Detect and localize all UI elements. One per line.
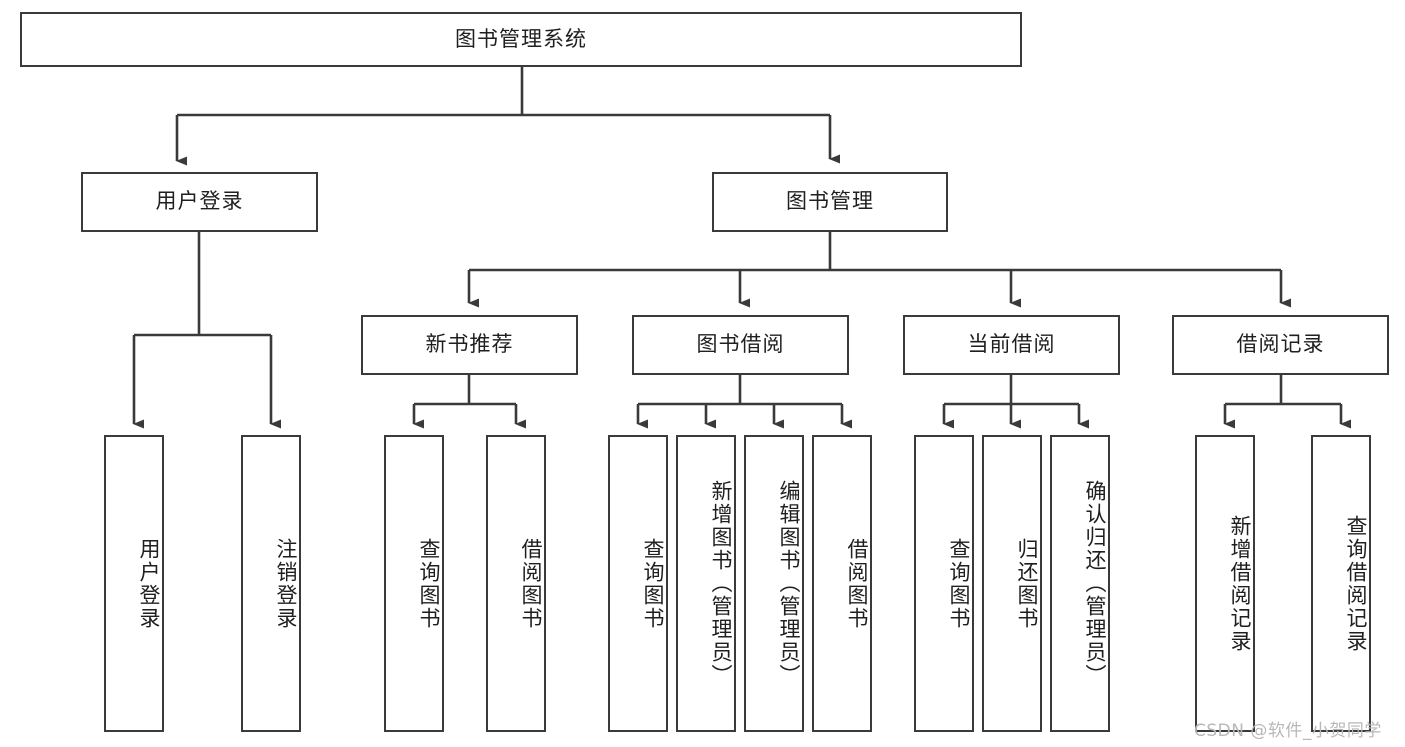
leaf-borrow-record-query-record[interactable]: 查询借阅记录 <box>1311 435 1371 732</box>
leaf-label: 查询图书 <box>417 537 441 630</box>
leaf-book-borrow-borrow-book[interactable]: 借阅图书 <box>812 435 872 732</box>
node-book-management[interactable]: 图书管理 <box>712 172 948 232</box>
leaf-label: 确认归还（管理员） <box>1083 480 1107 687</box>
leaf-book-borrow-query-book[interactable]: 查询图书 <box>608 435 668 732</box>
node-borrowing-record[interactable]: 借阅记录 <box>1172 315 1389 375</box>
leaf-label: 借阅图书 <box>845 537 869 630</box>
leaf-label: 查询图书 <box>947 537 971 630</box>
leaf-label: 归还图书 <box>1015 537 1039 630</box>
node-book-borrowing[interactable]: 图书借阅 <box>632 315 849 375</box>
node-label: 图书管理系统 <box>455 26 587 51</box>
node-book-management-system[interactable]: 图书管理系统 <box>20 12 1022 67</box>
leaf-new-book-borrow-book[interactable]: 借阅图书 <box>486 435 546 732</box>
leaf-label: 注销登录 <box>274 537 298 630</box>
node-label: 图书管理 <box>786 189 874 214</box>
node-label: 当前借阅 <box>967 332 1056 357</box>
leaf-label: 用户登录 <box>137 537 161 630</box>
csdn-watermark: CSDN @软件_小贺同学 <box>1194 721 1382 741</box>
leaf-label: 编辑图书（管理员） <box>777 480 801 687</box>
node-current-borrowing[interactable]: 当前借阅 <box>903 315 1120 375</box>
leaf-book-borrow-edit-book-admin[interactable]: 编辑图书（管理员） <box>744 435 804 732</box>
leaf-current-borrow-query-book[interactable]: 查询图书 <box>914 435 974 732</box>
leaf-label: 新增借阅记录 <box>1228 514 1252 653</box>
leaf-current-borrow-return-book[interactable]: 归还图书 <box>982 435 1042 732</box>
node-new-book-recommendation[interactable]: 新书推荐 <box>361 315 578 375</box>
leaf-label: 查询图书 <box>641 537 665 630</box>
node-label: 新书推荐 <box>425 332 514 357</box>
node-label: 借阅记录 <box>1236 332 1325 357</box>
node-label: 图书借阅 <box>696 332 785 357</box>
leaf-current-borrow-confirm-return-admin[interactable]: 确认归还（管理员） <box>1050 435 1110 732</box>
leaf-user-login-signin[interactable]: 用户登录 <box>104 435 164 732</box>
leaf-label: 查询借阅记录 <box>1344 514 1368 653</box>
leaf-label: 借阅图书 <box>519 537 543 630</box>
node-user-login[interactable]: 用户登录 <box>81 172 318 232</box>
leaf-new-book-query-book[interactable]: 查询图书 <box>384 435 444 732</box>
node-label: 用户登录 <box>155 189 244 214</box>
leaf-borrow-record-add-record[interactable]: 新增借阅记录 <box>1195 435 1255 732</box>
leaf-book-borrow-add-book-admin[interactable]: 新增图书（管理员） <box>676 435 736 732</box>
leaf-label: 新增图书（管理员） <box>709 480 733 687</box>
leaf-user-login-signout[interactable]: 注销登录 <box>241 435 301 732</box>
